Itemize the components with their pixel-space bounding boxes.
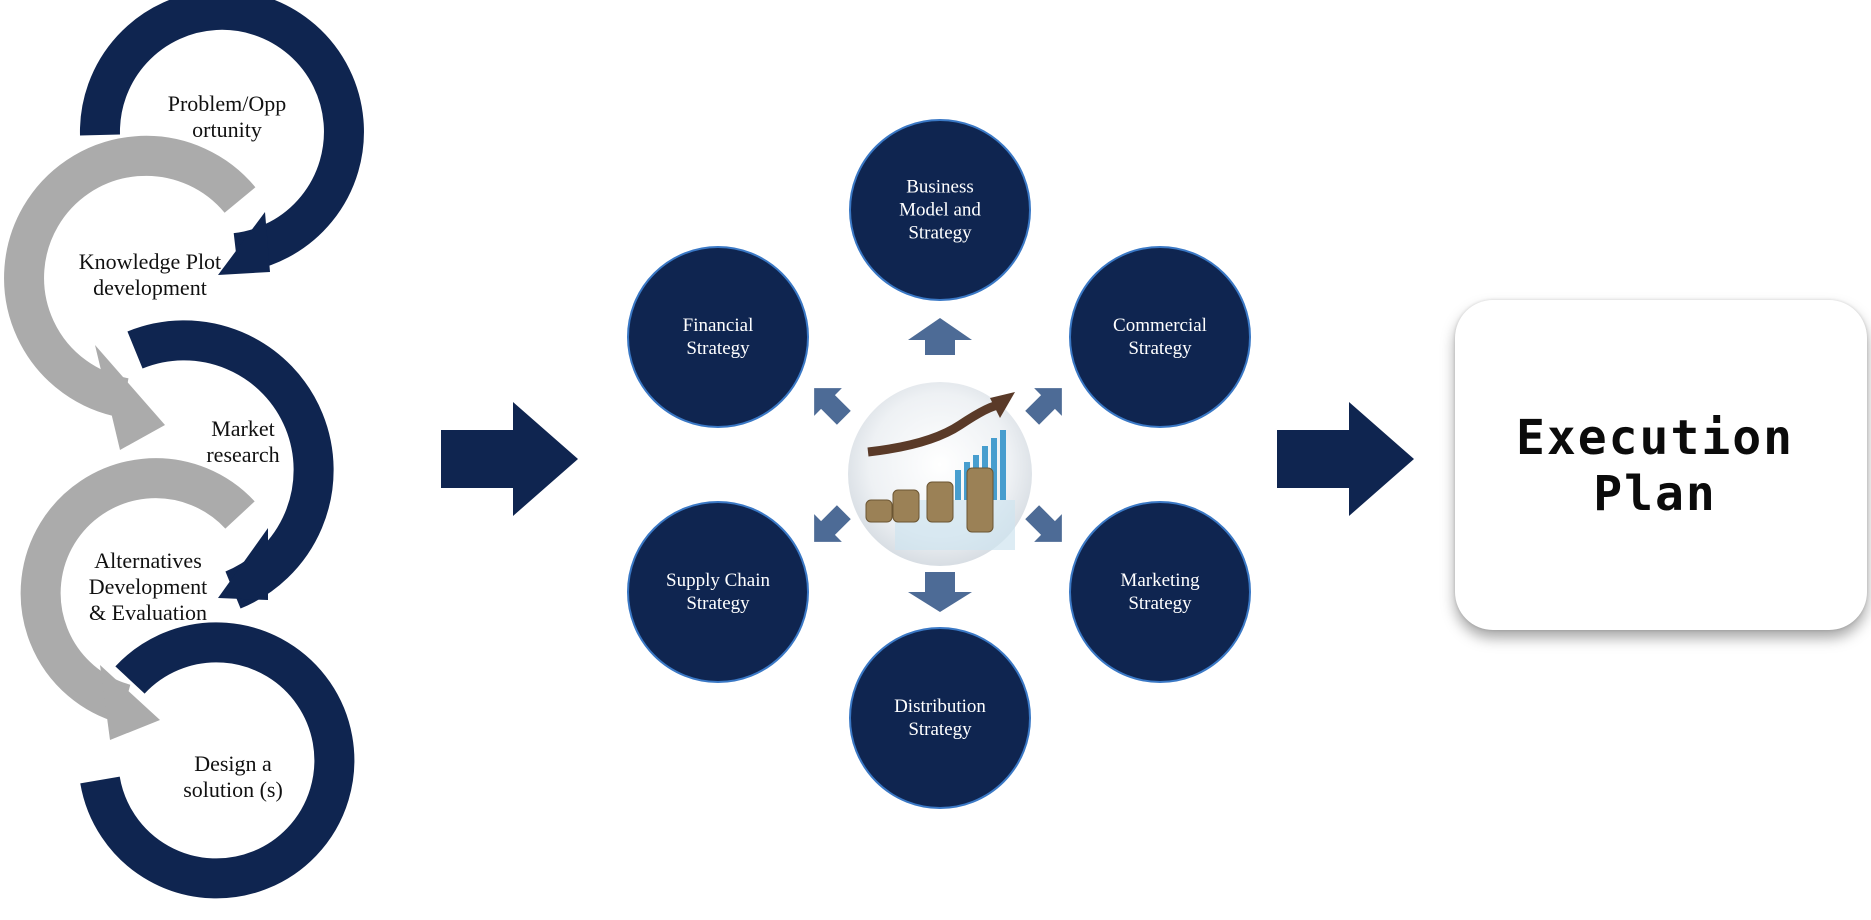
finance-image [848,382,1032,566]
arrow-down-left [814,505,851,542]
node-business-label: Business Model and Strategy [899,176,981,244]
center-arrows [814,318,1062,612]
arrow-down-right [1025,505,1062,542]
node-marketing-label: Marketing Strategy [1120,570,1200,614]
navy-loop-2 [127,320,334,609]
arrow-to-strategy [441,402,578,516]
node-distribution-label: Distribution Strategy [894,696,986,740]
node-marketing-circle [1069,501,1251,683]
arrow-down [908,572,972,612]
step-problem-opportunity: Problem/Opp ortunity [167,91,287,142]
step-market-research: Market research [206,416,280,467]
node-distribution-circle [849,627,1031,809]
node-financial-circle [627,246,809,428]
node-commercial-circle [1069,246,1251,428]
gray-loop-1 [4,135,256,450]
arrow-up-left [814,388,851,425]
node-financial-label: Financial Strategy [682,315,754,359]
arrow-to-execution [1277,402,1414,516]
step-knowledge-plot: Knowledge Plot development [78,249,222,300]
navy-loop-3 [80,622,355,899]
strategy-circles [627,119,1251,809]
node-supply-circle [627,501,809,683]
execution-plan-box [1455,300,1867,630]
navy-loop-1 [79,0,364,275]
node-supply-chain-label: Supply Chain Strategy [666,570,770,614]
gray-loop-2 [20,458,255,740]
node-commercial-label: Commercial Strategy [1113,315,1207,359]
execution-plan-title: Execution Plan [1515,410,1795,522]
step-alternatives: Alternatives Development & Evaluation [88,548,208,625]
arrow-up-right [1025,388,1062,425]
step-design-solution: Design a solution (s) [183,751,283,802]
node-business-circle [849,119,1031,301]
